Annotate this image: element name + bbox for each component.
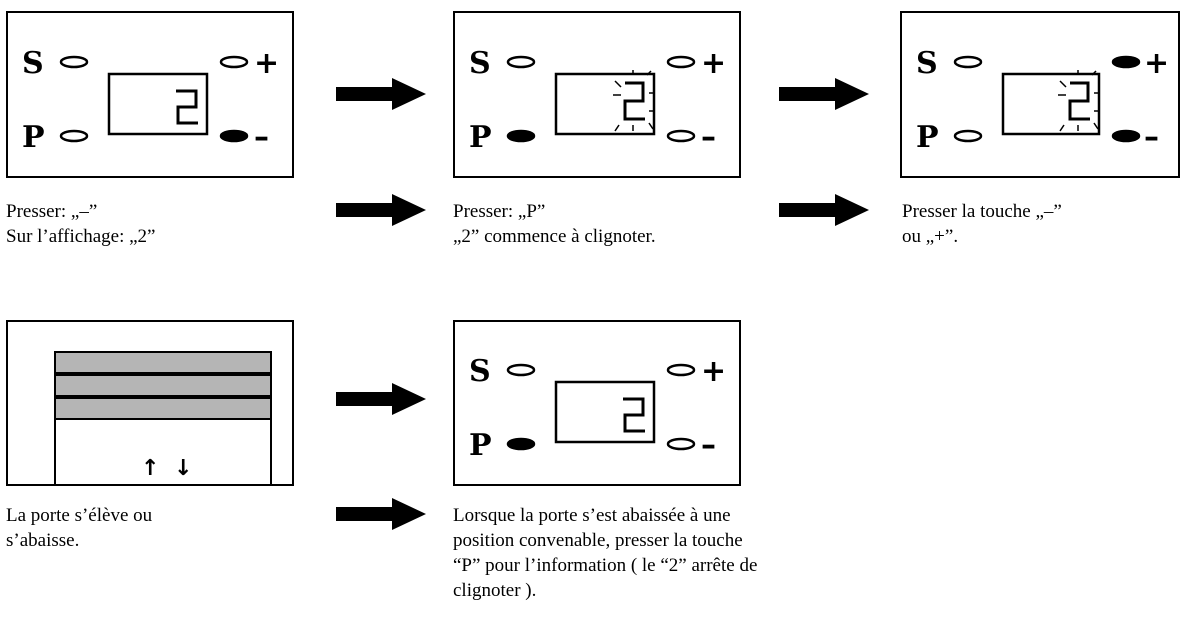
control-panel-5: S P + – 2 <box>453 320 741 486</box>
digit-display <box>176 89 198 125</box>
door-slat <box>54 397 272 420</box>
digit-display <box>623 397 645 433</box>
plus-key-label: + <box>701 46 726 81</box>
plus-led-off <box>219 55 249 69</box>
caption-line: clignoter ). <box>453 580 537 601</box>
caption-line: Presser: „–” <box>6 201 98 222</box>
arrow-right-icon <box>336 383 426 415</box>
caption-line: La porte s’élève ou <box>6 505 153 526</box>
plus-led-off <box>666 55 696 69</box>
p-led-on <box>506 129 536 143</box>
caption-line: “P” pour l’information ( le “2” arrête d… <box>453 555 758 576</box>
arrow-right-icon <box>336 78 426 110</box>
minus-led-off <box>666 437 696 451</box>
door-panel: ↑ ↓ <box>6 320 294 486</box>
s-key-label: S <box>469 46 491 81</box>
door-slat <box>54 374 272 397</box>
plus-key-label: + <box>701 354 726 389</box>
caption-step-2: Presser: „P” „2” commence à clignoter. <box>453 199 656 249</box>
s-led-off <box>953 55 983 69</box>
p-key-label: P <box>469 120 492 155</box>
s-led-off <box>506 55 536 69</box>
caption-line: Presser: „P” <box>453 201 546 222</box>
plus-key-label: + <box>1144 46 1169 81</box>
plus-key-label: + <box>254 46 279 81</box>
display-screen <box>107 72 209 136</box>
caption-line: Sur l’affichage: „2” <box>6 226 156 247</box>
s-led-off <box>506 363 536 377</box>
arrow-right-icon <box>336 498 426 530</box>
p-led-off <box>953 129 983 143</box>
digit-display-blinking <box>1058 70 1100 132</box>
caption-line: position convenable, presser la touche <box>453 530 743 551</box>
caption-line: Presser la touche „–” <box>902 201 1062 222</box>
caption-line: ou „+”. <box>902 226 959 247</box>
arrow-up-icon: ↑ <box>141 456 159 481</box>
door-slat <box>54 351 272 374</box>
minus-key-label: – <box>254 120 269 155</box>
p-key-label: P <box>22 120 45 155</box>
garage-door <box>54 351 272 484</box>
caption-line: Lorsque la porte s’est abaissée à une <box>453 505 731 526</box>
minus-key-label: – <box>701 428 716 463</box>
s-key-label: S <box>22 46 44 81</box>
s-key-label: S <box>469 354 491 389</box>
caption-step-1: Presser: „–” Sur l’affichage: „2” <box>6 199 155 249</box>
digit-display-blinking <box>613 70 655 132</box>
s-led-off <box>59 55 89 69</box>
arrow-right-icon <box>336 194 426 226</box>
caption-line: „2” commence à clignoter. <box>453 226 656 247</box>
minus-led-off <box>666 129 696 143</box>
caption-step-3: Presser la touche „–” ou „+”. <box>902 199 1062 249</box>
caption-step-4: La porte s’élève ou s’abaisse. <box>6 503 152 553</box>
minus-key-label: – <box>701 120 716 155</box>
display-screen <box>554 380 656 444</box>
plus-led-on <box>1111 55 1141 69</box>
arrow-down-icon: ↓ <box>174 456 192 481</box>
p-key-label: P <box>916 120 939 155</box>
minus-led-on <box>1111 129 1141 143</box>
p-led-on <box>506 437 536 451</box>
control-panel-3: S P + – 2 <box>900 11 1180 178</box>
arrow-right-icon <box>779 194 869 226</box>
minus-led-on <box>219 129 249 143</box>
minus-key-label: – <box>1144 120 1159 155</box>
control-panel-2: S P + – 2 <box>453 11 741 178</box>
caption-line: s’abaisse. <box>6 530 80 551</box>
control-panel-1: S P + – 2 <box>6 11 294 178</box>
p-led-off <box>59 129 89 143</box>
plus-led-off <box>666 363 696 377</box>
caption-step-5: Lorsque la porte s’est abaissée à une po… <box>453 503 757 603</box>
arrow-right-icon <box>779 78 869 110</box>
s-key-label: S <box>916 46 938 81</box>
p-key-label: P <box>469 428 492 463</box>
